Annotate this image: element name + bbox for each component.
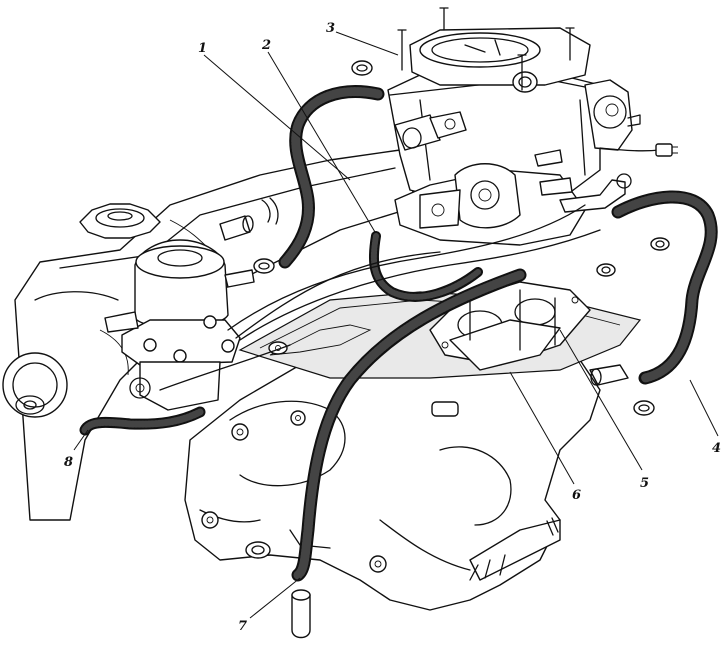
hose-clamp-right [650,237,670,251]
throttle-stub [394,111,467,151]
intake-manifold [184,344,601,611]
manifold-flange-studs [469,517,561,581]
carburetor [387,69,601,246]
vacuum-fittings [534,149,632,213]
leader-8 [73,429,89,451]
choke-housing [584,79,641,151]
pipe-fitting-small [219,215,254,241]
hose-8 [79,406,206,436]
pipe-fitting-bent [261,197,279,225]
manifold-nuts [201,410,387,573]
callout-1: 1 [198,41,207,56]
manifold-spigot [291,589,311,639]
hose-2 [368,231,483,302]
callout-2: 2 [261,38,271,53]
hose-4 [611,190,718,385]
leader-5 [559,329,643,471]
callout-7: 7 [238,619,247,634]
leader-3 [335,31,399,56]
callout-labels: 1 2 3 4 5 6 7 8 [64,21,721,634]
hose-clamp-top [351,60,373,76]
tee-fitting [589,364,629,386]
hose-clamp-bottom [245,541,271,559]
leader-1 [203,54,351,181]
gasket-6 [449,289,561,371]
hose-clamp-right-2 [596,263,616,277]
callout-6: 6 [572,488,581,503]
fuel-pump [104,239,255,411]
leader-4 [689,379,719,437]
leader-7 [249,577,301,619]
callout-4: 4 [712,441,721,456]
carburetor-studs [397,7,575,91]
hose-clamp-lower-right [633,400,655,416]
fuel-line-pump-to-carb [227,204,601,341]
pulley-left [2,352,68,418]
hose-clamp-left [253,258,275,274]
leader-lines [73,31,719,619]
idle-cutoff-wire [599,143,678,157]
callout-8: 8 [64,455,73,470]
leader-2 [267,51,376,233]
fuel-line-lower [159,344,291,391]
oil-filler-cap [79,203,161,239]
hose-1 [278,85,385,269]
callout-3: 3 [326,21,335,36]
carburetor-top-cover [409,27,591,93]
hose-7 [291,268,527,582]
callout-5: 5 [640,476,649,491]
leader-6 [509,371,575,485]
